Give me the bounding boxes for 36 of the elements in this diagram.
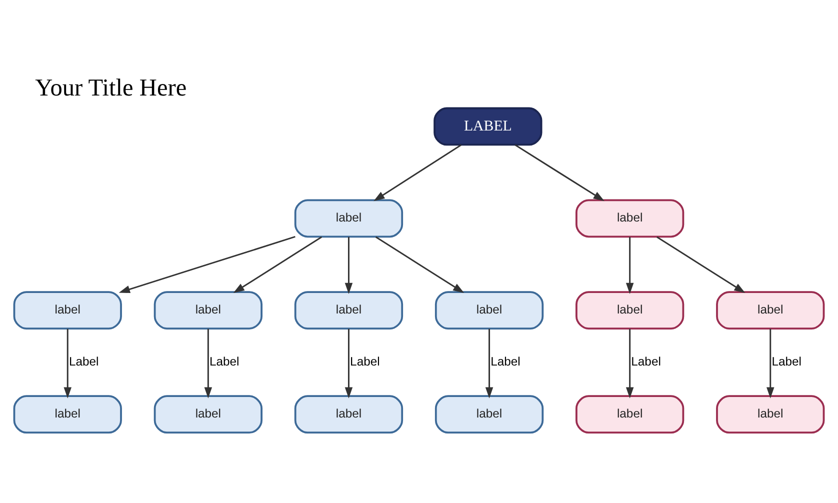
arrow	[375, 236, 464, 293]
edge-label: Label	[350, 354, 380, 368]
node-box: label	[716, 395, 825, 434]
arrow	[118, 236, 296, 294]
node-box: LABEL	[434, 107, 542, 146]
node-box: label	[154, 395, 262, 434]
node-box: label	[13, 395, 122, 434]
edge-label: Label	[772, 354, 802, 368]
edge-label: Label	[490, 354, 520, 368]
arrow	[766, 328, 774, 398]
node-box: label	[576, 199, 684, 238]
arrow	[485, 328, 494, 398]
edge-label: Label	[631, 354, 661, 368]
node-box: label	[154, 291, 262, 330]
arrow	[374, 144, 462, 202]
node-box: label	[434, 395, 544, 434]
arrow	[204, 328, 212, 398]
diagram-title: Your Title Here	[35, 74, 187, 102]
arrow	[344, 236, 353, 294]
node-box: label	[576, 395, 684, 434]
arrow	[233, 236, 322, 293]
node-box: label	[13, 291, 122, 330]
node-box: label	[294, 395, 404, 434]
edge-label: Label	[210, 354, 240, 368]
arrow	[64, 328, 72, 398]
node-box: label	[576, 291, 684, 330]
edge-label: Label	[68, 354, 99, 368]
node-box: label	[716, 291, 825, 330]
arrow	[344, 328, 353, 398]
arrow	[626, 328, 634, 398]
arrow	[626, 236, 634, 294]
node-box: label	[294, 291, 404, 330]
arrow	[656, 236, 746, 293]
arrow	[514, 144, 604, 202]
node-box: label	[434, 291, 544, 330]
node-box: label	[294, 199, 404, 238]
